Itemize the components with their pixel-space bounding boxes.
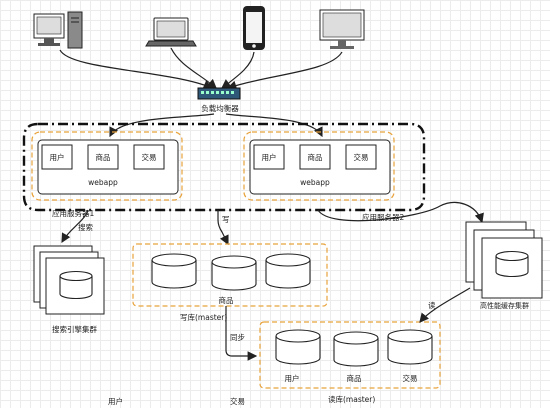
search-cluster-label: 搜索引擎集群 bbox=[52, 324, 97, 334]
server-cluster-container bbox=[22, 122, 426, 212]
cache-db-icon bbox=[495, 250, 529, 278]
read-edge bbox=[419, 287, 471, 323]
laptop-icon bbox=[145, 17, 197, 47]
sync-edge-label: 同步 bbox=[230, 333, 245, 342]
server2-module-user-label: 用户 bbox=[262, 152, 277, 162]
server2-outline bbox=[243, 131, 395, 201]
desktop-computer-icon bbox=[33, 11, 83, 49]
write-edge-label: 写 bbox=[222, 215, 230, 224]
server1-module-goods bbox=[87, 144, 119, 170]
load-balancer-label: 负载均衡器 bbox=[201, 103, 239, 113]
read-db-cylinder-trade bbox=[387, 329, 433, 365]
server1-name-label: 应用服务器1 bbox=[52, 208, 94, 218]
server2-module-user bbox=[253, 144, 285, 170]
phone-to-lb-edge bbox=[221, 51, 255, 89]
server2-module-trade bbox=[345, 144, 377, 170]
server2-module-goods bbox=[299, 144, 331, 170]
server1-module-user bbox=[41, 144, 73, 170]
read-db-trade-label: 交易 bbox=[403, 373, 418, 383]
footer-user-label: 用户 bbox=[108, 396, 123, 406]
server2-webapp-label: webapp bbox=[300, 178, 330, 187]
smartphone-icon bbox=[243, 6, 265, 50]
search-edge bbox=[61, 209, 89, 244]
server1-webapp-label: webapp bbox=[88, 178, 118, 187]
server1-module-trade bbox=[133, 144, 165, 170]
monitor-icon bbox=[319, 9, 365, 49]
write-db-title: 写库(master) bbox=[180, 312, 227, 322]
search-edge-label: 搜索 bbox=[78, 222, 93, 232]
write-edge bbox=[217, 210, 229, 246]
server1-module-goods-label: 商品 bbox=[96, 152, 111, 162]
cache-cluster-label: 高性能缓存集群 bbox=[480, 301, 529, 310]
search-db-icon bbox=[59, 270, 93, 300]
read-db-cylinder-goods bbox=[333, 331, 379, 367]
read-db-user-label: 用户 bbox=[285, 373, 300, 383]
search-cluster-stack bbox=[33, 245, 105, 315]
read-db-title: 读库(master) bbox=[328, 394, 375, 404]
footer-trade-label: 交易 bbox=[230, 396, 245, 406]
lb-to-server1-edge bbox=[109, 113, 215, 138]
write-db-outline bbox=[132, 243, 328, 307]
read-db-goods-label: 商品 bbox=[347, 373, 362, 383]
laptop-to-lb-edge bbox=[170, 47, 217, 89]
write-db-cylinder-3 bbox=[265, 253, 311, 289]
server2-to-cache-edge bbox=[317, 201, 484, 224]
load-balancer-icon bbox=[197, 87, 241, 100]
server2-module-goods-label: 商品 bbox=[308, 152, 323, 162]
write-db-goods-label: 商品 bbox=[219, 295, 234, 305]
read-db-outline bbox=[259, 321, 441, 389]
server2-module-trade-label: 交易 bbox=[354, 152, 369, 162]
sync-edge bbox=[225, 306, 258, 361]
cache-cluster-stack bbox=[465, 221, 543, 299]
monitor-to-lb-edge bbox=[226, 51, 343, 90]
desktop-to-lb-edge bbox=[59, 49, 214, 90]
server1-module-user-label: 用户 bbox=[50, 152, 65, 162]
server1-outline bbox=[31, 131, 183, 201]
server2-name-label: 应用服务器2 bbox=[362, 212, 404, 222]
read-db-cylinder-user bbox=[275, 329, 321, 365]
write-db-cylinder-2 bbox=[211, 255, 257, 291]
write-db-cylinder-1 bbox=[151, 253, 197, 289]
server1-module-trade-label: 交易 bbox=[142, 152, 157, 162]
lb-to-server2-edge bbox=[225, 113, 323, 138]
read-edge-label: 读 bbox=[428, 300, 436, 310]
